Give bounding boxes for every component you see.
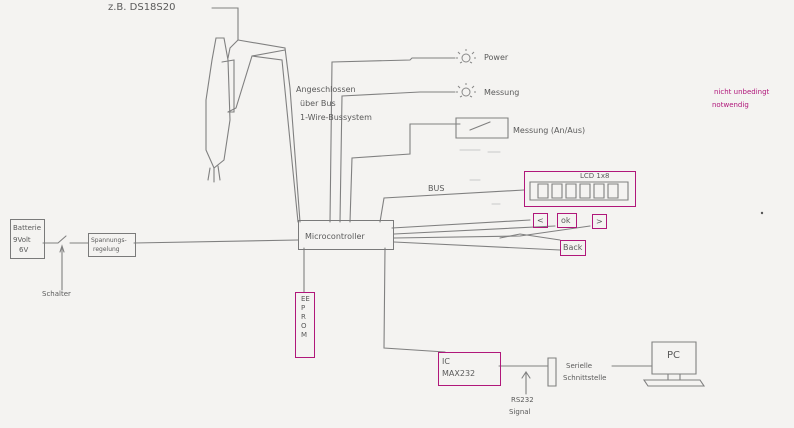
- left-button[interactable]: <: [533, 213, 548, 228]
- sensor-bus-wire-2: [251, 55, 299, 223]
- pc-stand: [667, 373, 681, 381]
- pc-label: PC: [667, 350, 681, 361]
- btn-right-wire: [393, 225, 591, 239]
- power-switch-wire: [42, 235, 89, 244]
- btn-bus: [499, 233, 561, 241]
- power-label: Power: [484, 53, 509, 62]
- btn-left-wire: [391, 219, 531, 229]
- signal-label: Signal: [509, 408, 531, 416]
- lcd-segments: [537, 183, 619, 199]
- pc-monitor: [651, 341, 697, 375]
- eeprom-frame: EEPROM: [295, 292, 315, 358]
- note-line-2: notwendig: [712, 101, 749, 109]
- btn-ok-wire: [393, 225, 556, 235]
- pc-keyboard: [642, 379, 706, 387]
- bus-note-1: Angeschlossen: [296, 85, 356, 94]
- right-button[interactable]: >: [592, 214, 607, 229]
- serial-label-1: Serielle: [566, 362, 593, 370]
- microcontroller: Microcontroller: [298, 220, 394, 250]
- bus-note-2: über Bus: [300, 99, 336, 108]
- serial-connector: [547, 357, 557, 387]
- measure-led-wire: [339, 91, 456, 223]
- sensor-bus-wire: [237, 39, 301, 223]
- note-line-1: nicht unbedingt: [714, 88, 770, 96]
- max232-frame: IC MAX232: [438, 352, 501, 386]
- sensor-wire-1: [211, 7, 239, 41]
- probe-lead-2: [227, 49, 286, 113]
- eeprom-label: EEPROM: [301, 295, 310, 339]
- max232-wire: [383, 247, 446, 353]
- rs232-label: RS232: [511, 396, 534, 404]
- regulator-to-mcu: [133, 239, 299, 244]
- switch-arrow: [59, 244, 65, 253]
- ok-button[interactable]: ok: [557, 213, 577, 228]
- measure-switch: [455, 117, 509, 139]
- lcd-frame: [524, 171, 636, 207]
- sensor-label: z.B. DS18S20: [108, 2, 176, 13]
- probe-lead-1: [221, 59, 235, 113]
- back-button[interactable]: Back: [560, 240, 586, 256]
- serial-label-2: Schnittstelle: [563, 374, 607, 382]
- lcd-label: LCD 1x8: [580, 172, 610, 180]
- lcd-display: [529, 181, 629, 201]
- btn-back-wire: [393, 241, 561, 251]
- measure-switch-label: Messung (An/Aus): [513, 126, 586, 135]
- measure-label: Messung: [484, 88, 520, 97]
- sensor-wire-2: [227, 39, 239, 59]
- power-led-icon: [456, 49, 476, 64]
- power-led-wire: [329, 57, 456, 223]
- eraser-marks: [459, 149, 501, 205]
- switch-label: Schalter: [42, 290, 71, 298]
- probe-tip: [207, 165, 221, 183]
- voltage-regulator: Spannungs- regelung: [88, 233, 136, 257]
- bus-label: BUS: [428, 184, 445, 193]
- switch-wire: [349, 123, 461, 223]
- bus-note-3: 1-Wire-Bussystem: [300, 113, 372, 122]
- lcd-bus-wire: [379, 189, 525, 223]
- measure-led-icon: [456, 83, 476, 98]
- stray-dot: [760, 211, 764, 215]
- temperature-probe: [205, 37, 231, 169]
- battery-box: Batterie 9Volt 6V: [10, 219, 45, 259]
- rs232-arrow: [521, 371, 531, 379]
- switch-lever: [469, 121, 491, 131]
